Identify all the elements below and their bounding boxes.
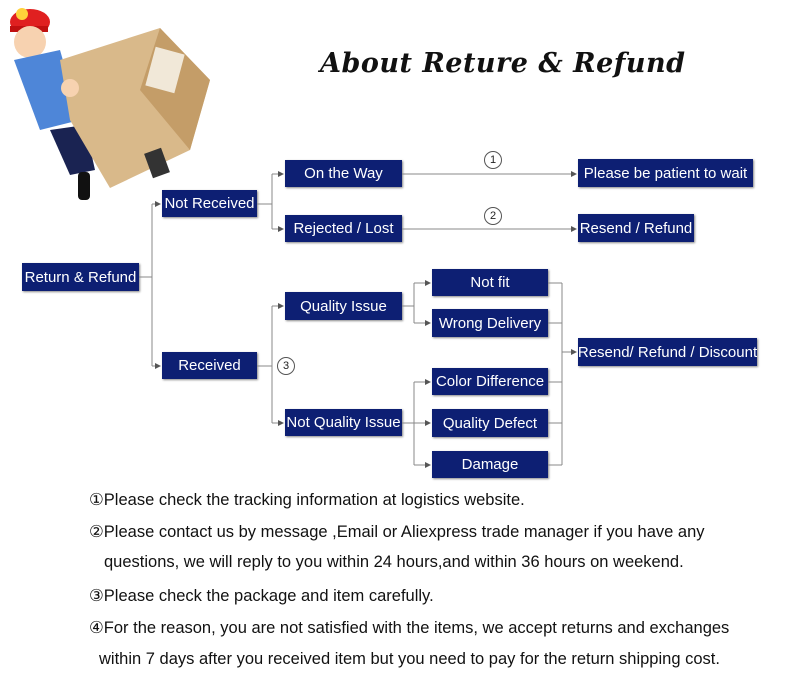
step-marker-3: 3 <box>277 357 295 375</box>
wrong-delivery-box: Wrong Delivery <box>432 309 548 337</box>
note-2-continued: questions, we will reply to you within 2… <box>104 553 684 571</box>
note-1: ①Please check the tracking information a… <box>89 491 525 509</box>
color-difference-box: Color Difference <box>432 368 548 395</box>
on-the-way-box: On the Way <box>285 160 402 187</box>
quality-issue-box: Quality Issue <box>285 292 402 320</box>
received-box: Received <box>162 352 257 379</box>
resend-refund-box: Resend / Refund <box>578 214 694 242</box>
not-quality-issue-box: Not Quality Issue <box>285 409 402 436</box>
quality-defect-box: Quality Defect <box>432 409 548 437</box>
damage-box: Damage <box>432 451 548 478</box>
note-2: ②Please contact us by message ,Email or … <box>89 523 705 541</box>
rejected-lost-box: Rejected / Lost <box>285 215 402 242</box>
step-marker-2: 2 <box>484 207 502 225</box>
delivery-man-illustration <box>10 8 210 200</box>
note-3: ③Please check the package and item caref… <box>89 587 434 605</box>
not-received-box: Not Received <box>162 190 257 217</box>
please-wait-box: Please be patient to wait <box>578 159 753 187</box>
not-fit-box: Not fit <box>432 269 548 296</box>
page-title: About Reture & Refund <box>320 48 686 79</box>
note-4-continued: within 7 days after you received item bu… <box>99 650 720 668</box>
step-marker-1: 1 <box>484 151 502 169</box>
resend-refund-discount-box: Resend/ Refund / Discount <box>578 338 757 366</box>
note-4: ④For the reason, you are not satisfied w… <box>89 619 730 637</box>
return-refund-box: Return & Refund <box>22 263 139 291</box>
